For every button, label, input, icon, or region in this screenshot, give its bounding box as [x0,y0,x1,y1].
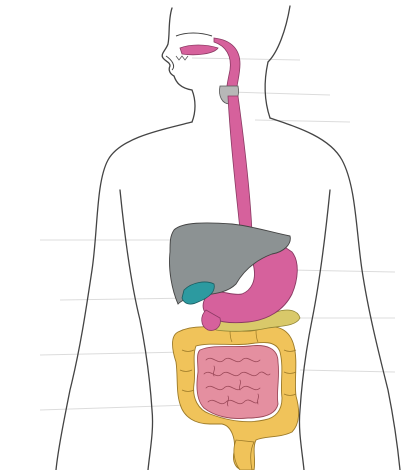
left-torso-outline [120,190,153,470]
neck-left-outline [192,90,195,122]
teeth-detail [176,56,188,60]
head-back-outline [268,6,290,62]
neck-right-outline [265,62,270,118]
leader-line [192,58,300,60]
leader-line [230,92,330,95]
leader-line [290,270,395,272]
right-torso-outline [299,190,330,470]
rectum [234,440,254,470]
leader-line [60,298,195,300]
esophagus [228,96,252,232]
left-shoulder-outline [56,122,192,470]
leader-line [255,120,350,122]
leader-line [300,370,395,372]
nasal-cavity [176,33,212,36]
small-intestine [197,346,279,419]
mouth [166,33,218,70]
leader-line [40,405,190,410]
leader-line [40,352,185,355]
tongue [180,45,218,55]
